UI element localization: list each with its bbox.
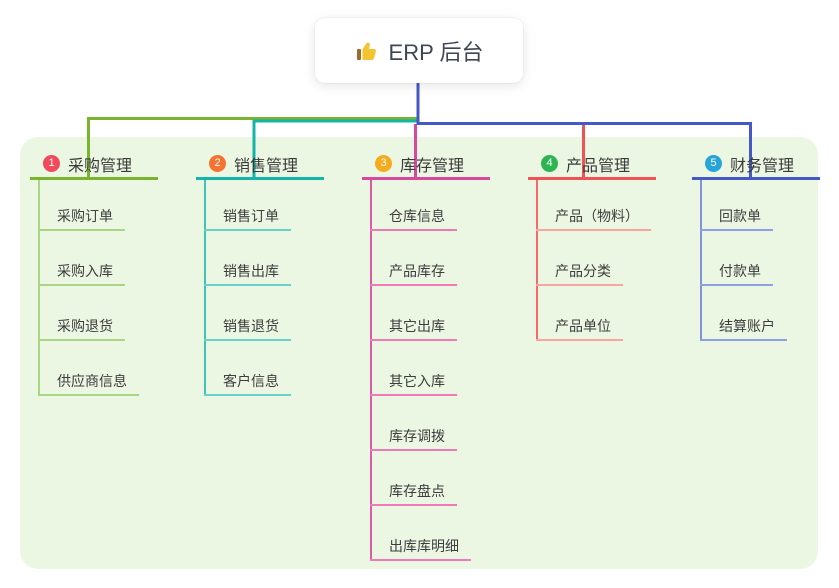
root-node-label: ERP 后台 (388, 39, 484, 65)
branch-head-purchase[interactable]: 1 采购管理 (30, 150, 158, 180)
node-item[interactable]: 付款单 (700, 261, 773, 286)
branch-trunk-line (700, 180, 702, 341)
node-item[interactable]: 销售订单 (204, 206, 291, 231)
branch-number-badge: 5 (705, 155, 722, 172)
root-node-erp[interactable]: ERP 后台 (315, 18, 523, 83)
node-item[interactable]: 出库库明细 (370, 536, 471, 561)
node-item[interactable]: 仓库信息 (370, 206, 457, 231)
node-item[interactable]: 客户信息 (204, 371, 291, 396)
branch-head-product[interactable]: 4 产品管理 (528, 150, 656, 180)
branch-head-inventory[interactable]: 3 库存管理 (362, 150, 490, 180)
node-item[interactable]: 供应商信息 (38, 371, 139, 396)
branch-label: 财务管理 (730, 157, 795, 175)
node-item[interactable]: 销售出库 (204, 261, 291, 286)
branch-head-sales[interactable]: 2 销售管理 (196, 150, 324, 180)
branch-number-badge: 1 (43, 155, 60, 172)
node-item[interactable]: 采购退货 (38, 316, 125, 341)
node-item[interactable]: 产品单位 (536, 316, 623, 341)
branch-number-badge: 2 (209, 155, 226, 172)
node-item[interactable]: 库存盘点 (370, 481, 457, 506)
canvas-panel (20, 137, 818, 569)
branch-trunk-line (370, 180, 372, 561)
node-item[interactable]: 采购订单 (38, 206, 125, 231)
branch-trunk-line (38, 180, 40, 396)
node-item[interactable]: 销售退货 (204, 316, 291, 341)
node-item[interactable]: 产品分类 (536, 261, 623, 286)
node-item[interactable]: 产品（物料） (536, 206, 651, 231)
node-item[interactable]: 其它出库 (370, 316, 457, 341)
node-item[interactable]: 结算账户 (700, 316, 787, 341)
branch-label: 销售管理 (234, 157, 299, 175)
branch-label: 库存管理 (400, 157, 465, 175)
thumbs-up-icon (356, 42, 376, 60)
branch-trunk-line (204, 180, 206, 396)
branch-trunk-line (536, 180, 538, 341)
node-item[interactable]: 其它入库 (370, 371, 457, 396)
branch-head-finance[interactable]: 5 财务管理 (692, 150, 820, 180)
node-item[interactable]: 库存调拨 (370, 426, 457, 451)
branch-label: 采购管理 (68, 157, 133, 175)
branch-number-badge: 4 (541, 155, 558, 172)
branch-number-badge: 3 (375, 155, 392, 172)
branch-label: 产品管理 (566, 157, 631, 175)
node-item[interactable]: 采购入库 (38, 261, 125, 286)
node-item[interactable]: 回款单 (700, 206, 773, 231)
node-item[interactable]: 产品库存 (370, 261, 457, 286)
